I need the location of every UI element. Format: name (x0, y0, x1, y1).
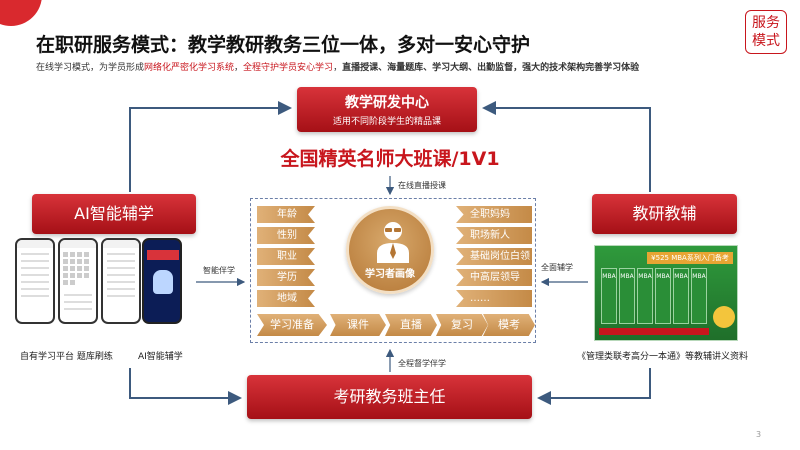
step-review: 复习 (436, 314, 488, 336)
center-box-title: 教学研发中心 (345, 95, 429, 111)
ai-caption: AI智能辅学 (138, 352, 183, 362)
subtitle-bold: 直播授课、海量题库、学习大纲、出勤监督，强大的技术架构完善学习体验 (342, 63, 640, 73)
phone-screenshot-1 (15, 238, 55, 324)
seal-icon (713, 306, 735, 328)
phone-screenshot-3 (101, 238, 141, 324)
books-strip (599, 328, 709, 335)
tag-education: 学历 (257, 269, 315, 286)
mode-badge: 服务模式 (745, 10, 787, 54)
subtitle-part: 在线学习模式，为学员形成 (36, 63, 145, 73)
ai-assist-box: AI智能辅学 (32, 194, 196, 234)
book-spine: MBA (673, 268, 689, 324)
live-label: 在线直播授课 (398, 181, 446, 190)
subtitle-part: ， (333, 63, 343, 73)
books-caption: 《管理类联考高分一本通》等教辅讲义资料 (577, 352, 749, 362)
teacher-icon (377, 222, 409, 263)
phone-screenshot-ai (142, 238, 182, 324)
tag-more: …… (456, 290, 532, 307)
phone-screenshot-2 (58, 238, 98, 324)
tag-entry-white-collar: 基础岗位白领 (456, 248, 532, 265)
teaching-rd-center: 教学研发中心 适用不同阶段学生的精品课 (297, 87, 477, 132)
whole-label: 全程督学伴学 (398, 359, 446, 368)
books-image: ¥525 MBA系列入门备考 MBA MBA MBA MBA MBA MBA (594, 245, 738, 341)
step-mock-exam: 模考 (483, 314, 535, 336)
tag-age: 年龄 (257, 206, 315, 223)
course-title: 全国精英名师大班课/1V1 (280, 148, 500, 170)
mode-badge-line: 模式 (752, 33, 780, 49)
subtitle-highlight: 网络化严密化学习系统 (144, 63, 235, 73)
tag-gender: 性别 (257, 227, 315, 244)
step-live: 直播 (385, 314, 437, 336)
book-spine: MBA (655, 268, 671, 324)
step-preparation: 学习准备 (257, 314, 327, 336)
book-spine: MBA (601, 268, 617, 324)
subtitle-part: ， (234, 63, 244, 73)
center-box-subtitle: 适用不同阶段学生的精品课 (332, 117, 441, 127)
smart-label: 智能伴学 (203, 266, 235, 275)
books-promo: ¥525 MBA系列入门备考 (647, 252, 733, 264)
tag-mid-senior-leader: 中高层领导 (456, 269, 532, 286)
subtitle-highlight: 全程守护学员安心学习 (243, 63, 334, 73)
page-number: 3 (756, 430, 762, 439)
book-spine: MBA (637, 268, 653, 324)
research-materials-box: 教研教辅 (592, 194, 737, 234)
learner-profile-panel (250, 198, 536, 343)
robot-icon (153, 270, 173, 294)
tag-occupation: 职业 (257, 248, 315, 265)
page-title: 在职研服务模式：教学教研教务三位一体，多对一安心守护 (36, 34, 531, 56)
page-subtitle: 在线学习模式，为学员形成网络化严密化学习系统，全程守护学员安心学习，直播授课、海… (36, 60, 639, 73)
tag-new-employee: 职场新人 (456, 227, 532, 244)
academic-head-teacher-box: 考研教务班主任 (247, 375, 532, 419)
book-spine: MBA (619, 268, 635, 324)
tag-region: 地域 (257, 290, 315, 307)
learner-portrait: 学习者画像 (346, 206, 434, 294)
step-courseware: 课件 (330, 314, 386, 336)
portrait-label: 学习者画像 (365, 269, 415, 280)
book-spine: MBA (691, 268, 707, 324)
mode-badge-line: 服务 (752, 15, 780, 31)
platform-caption: 自有学习平台 题库刷练 (20, 352, 113, 362)
tag-fulltime-mom: 全职妈妈 (456, 206, 532, 223)
full-label: 全面辅学 (541, 263, 573, 272)
